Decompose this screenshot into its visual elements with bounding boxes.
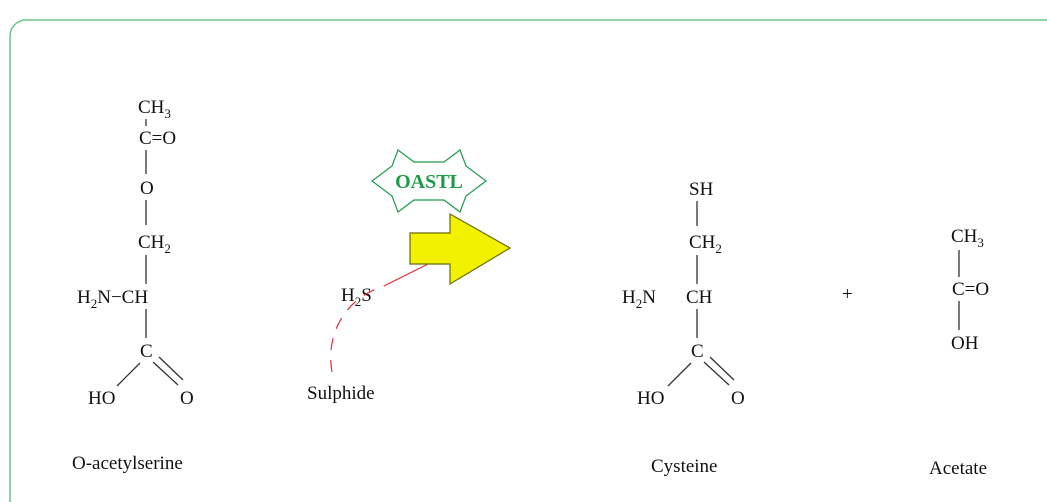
oastl-badge: OASTL — [371, 149, 487, 213]
o-acetylserine-caption: O-acetylserine — [72, 453, 183, 474]
diagram-border — [9, 19, 1047, 502]
cys-bond-5a — [703, 361, 730, 386]
oas-ho-label: HO — [88, 388, 115, 409]
plus-sign: + — [842, 284, 853, 305]
oastl-star-shape — [371, 149, 487, 213]
oas-amine-label: H2N−CH — [77, 287, 148, 311]
oas-oxygen-label: O — [140, 178, 154, 199]
oas-carbonyl-label: C=O — [139, 128, 176, 149]
cys-o-label: O — [731, 388, 745, 409]
acetate-structure: CH3 C=O OH — [951, 226, 989, 354]
cysteine-structure: SH CH2 H2N CH C HO O — [622, 179, 745, 409]
oas-bond-6 — [116, 362, 141, 387]
cys-bond-5b — [709, 356, 735, 381]
sulphide-structure: H2S — [330, 261, 433, 373]
o-acetylserine-structure: CH3 C=O O CH2 H2N−CH C HO O — [77, 97, 194, 409]
sulphide-caption: Sulphide — [307, 383, 375, 404]
cys-ho-label: HO — [637, 388, 664, 409]
reaction-arrow — [409, 212, 512, 286]
cys-sh-label: SH — [689, 179, 714, 200]
acetate-carbonyl-label: C=O — [952, 279, 989, 300]
acetate-ch3-label: CH3 — [951, 226, 984, 250]
oas-o-label: O — [180, 388, 194, 409]
oas-bond-7b — [158, 356, 184, 381]
sulphide-curve-solid — [383, 261, 433, 287]
acetate-caption: Acetate — [929, 458, 987, 479]
h2s-label: H2S — [341, 285, 372, 309]
oas-bond-7a — [152, 361, 179, 386]
cysteine-caption: Cysteine — [651, 456, 718, 477]
cys-bond-4 — [667, 362, 692, 387]
oastl-label: OASTL — [395, 171, 463, 193]
sulphide-curve-dashed — [330, 285, 385, 373]
acetate-oh-label: OH — [951, 333, 979, 354]
oas-ch2-label: CH2 — [138, 232, 171, 256]
cys-carboxyl-c-label: C — [691, 341, 704, 362]
cys-ch2-label: CH2 — [689, 232, 722, 256]
oas-ch3-label: CH3 — [138, 97, 171, 121]
cys-ch-label: CH — [686, 287, 713, 308]
oas-carboxyl-c-label: C — [140, 341, 153, 362]
cys-amine-label: H2N — [622, 287, 656, 311]
